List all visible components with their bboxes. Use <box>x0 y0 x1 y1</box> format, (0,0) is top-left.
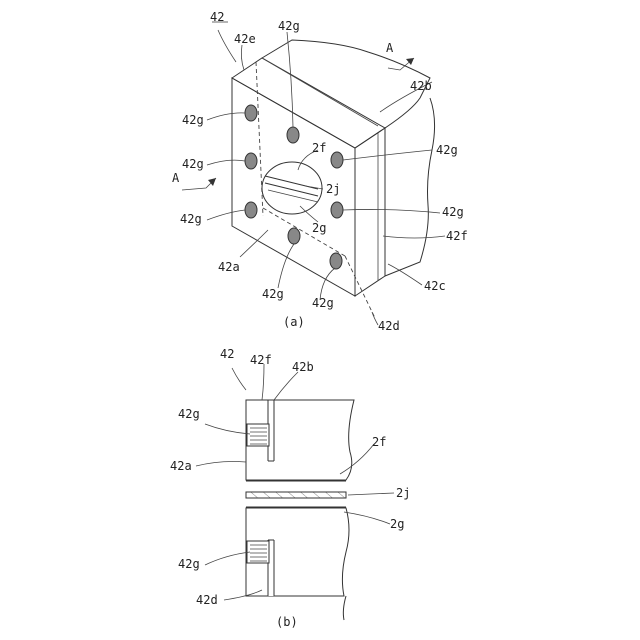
label-b-42b: 42b <box>292 360 314 374</box>
hole-42g-6 <box>331 152 343 168</box>
figure-a-perspective: 42 42e 42g 42g 42g A 42g 42a 42g 42g (a)… <box>172 10 468 333</box>
label-b-2j: 2j <box>396 486 410 500</box>
label-b-42f: 42f <box>250 353 272 367</box>
label-2j: 2j <box>326 182 340 196</box>
label-2f: 2f <box>312 141 326 155</box>
flange-side-42f <box>355 128 385 296</box>
hole-42g-4 <box>287 127 299 143</box>
figure-b-section: 42 42f 42b 42g 42a 2f 2j 2g 42g 42d (b) <box>170 347 410 629</box>
label-b-42d: 42d <box>196 593 218 607</box>
label-42g-top: 42g <box>278 19 300 33</box>
threaded-hole-upper-42g <box>247 424 269 446</box>
label-b-42g-upper: 42g <box>178 407 200 421</box>
label-42g-right-2: 42g <box>442 205 464 219</box>
label-42g-bottom-1: 42g <box>262 287 284 301</box>
label-42b: 42b <box>410 79 432 93</box>
label-arrow-A-left: A <box>172 171 180 185</box>
label-42c: 42c <box>424 279 446 293</box>
top-face <box>232 58 385 148</box>
body-42b-outline <box>262 40 430 128</box>
label-42a: 42a <box>218 260 240 274</box>
label-42g-right-1: 42g <box>436 143 458 157</box>
label-b-42g-lower: 42g <box>178 557 200 571</box>
label-42g-left-2: 42g <box>182 157 204 171</box>
label-b-2g: 2g <box>390 517 404 531</box>
caption-b: (b) <box>276 615 298 629</box>
hole-42g-1 <box>245 105 257 121</box>
hole-42g-8 <box>330 253 342 269</box>
slot-2j <box>246 492 346 498</box>
label-42d: 42d <box>378 319 400 333</box>
label-2g: 2g <box>312 221 326 235</box>
label-b-2f: 2f <box>372 435 386 449</box>
label-42: 42 <box>210 10 224 24</box>
hole-42g-7 <box>331 202 343 218</box>
label-42g-left-3: 42g <box>180 212 202 226</box>
label-42f: 42f <box>446 229 468 243</box>
label-b-42: 42 <box>220 347 234 361</box>
label-arrow-A-right: A <box>386 41 394 55</box>
hole-42g-5 <box>288 228 300 244</box>
hole-42g-3 <box>245 202 257 218</box>
label-42g-left-1: 42g <box>182 113 204 127</box>
label-42e: 42e <box>234 32 256 46</box>
label-42g-bottom-2: 42g <box>312 296 334 310</box>
edge-42e-dashed <box>256 62 263 216</box>
label-b-42a: 42a <box>170 459 192 473</box>
edge-42d-dashed <box>345 256 375 318</box>
threaded-hole-lower-42g <box>247 541 269 563</box>
caption-a: (a) <box>283 315 305 329</box>
hole-42g-2 <box>245 153 257 169</box>
